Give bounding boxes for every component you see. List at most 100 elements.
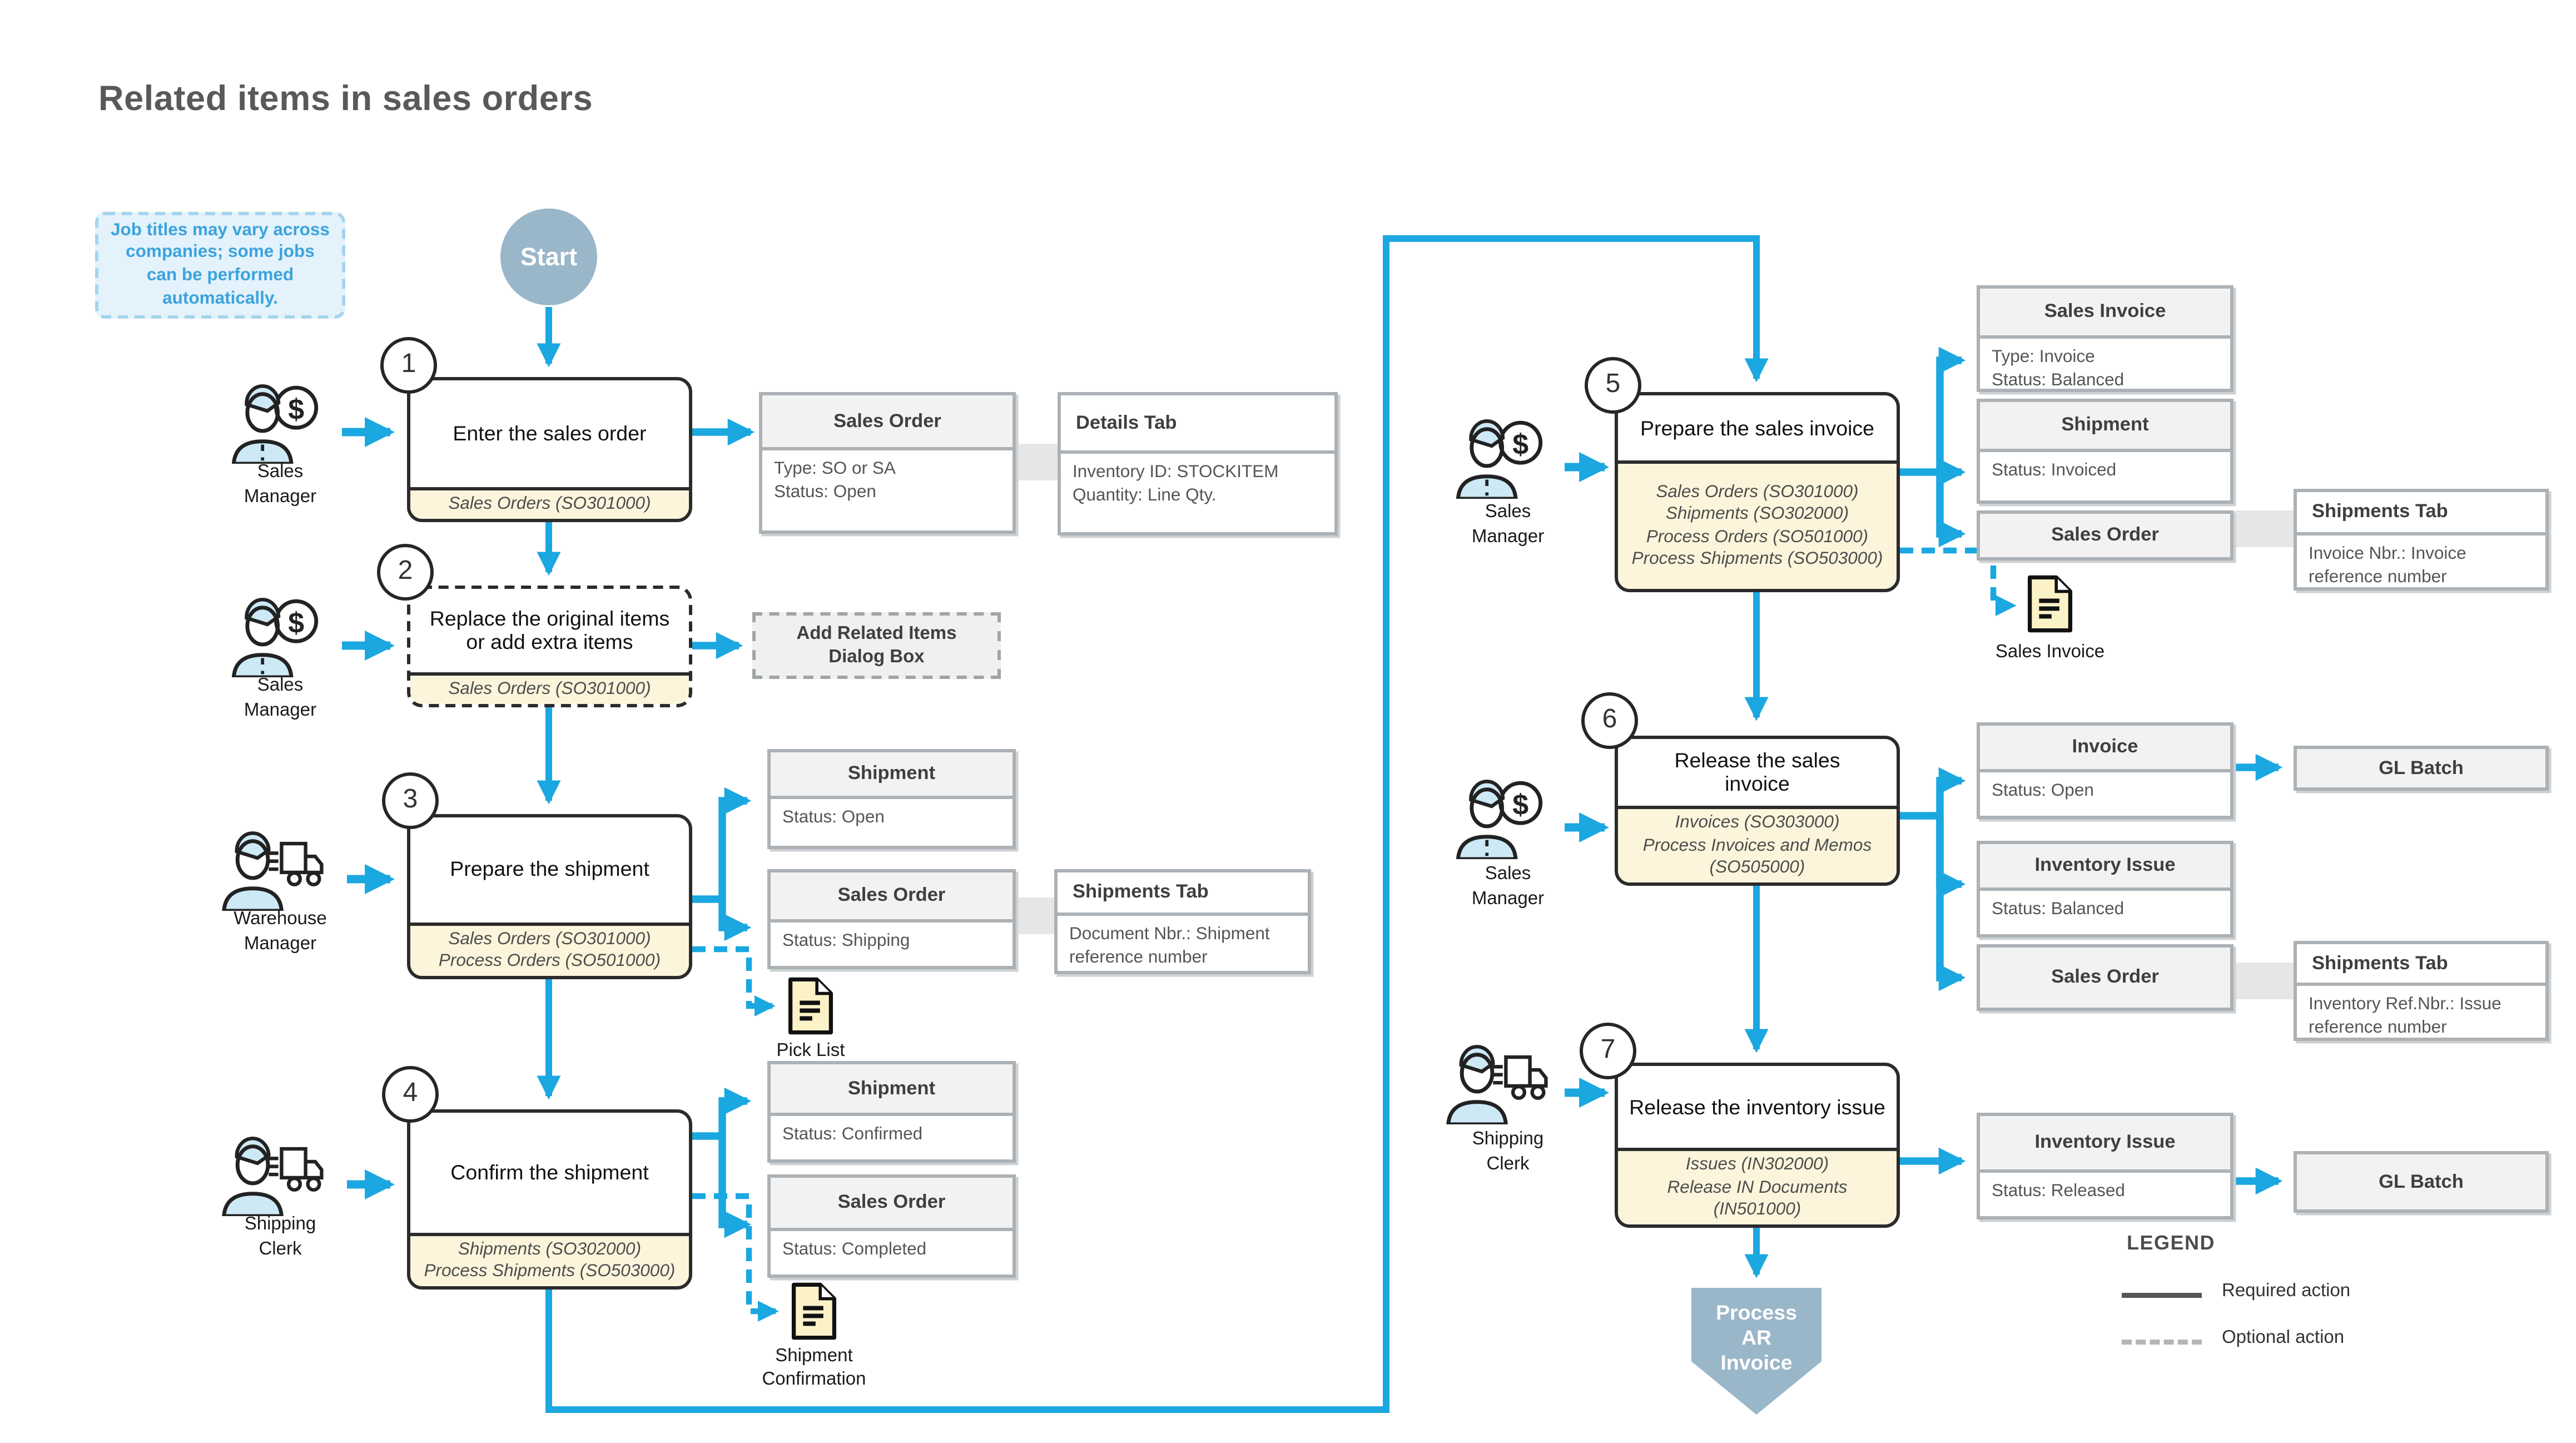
card-title: Shipment — [771, 1064, 1012, 1116]
card-title: Sales Order — [1980, 948, 2230, 1008]
step-output-arrows — [692, 346, 2283, 1238]
tab-shipments-step3: Shipments Tab Document Nbr.: Shipment re… — [1054, 869, 1311, 974]
tab-title: Shipments Tab — [1058, 872, 1308, 916]
tab-title: Details Tab — [1061, 395, 1334, 454]
page-title: Related items in sales orders — [98, 80, 593, 118]
step-box-3: Prepare the shipment Sales Orders (SO301… — [407, 814, 692, 979]
card-shipment-step5: Shipment Status: Invoiced — [1977, 399, 2233, 504]
step-box-5: Prepare the sales invoice Sales Orders (… — [1615, 392, 1900, 592]
card-shipment-step3: Shipment Status: Open — [767, 749, 1016, 849]
step-box-1: Enter the sales order Sales Orders (SO30… — [407, 377, 692, 522]
step-screens-5: Sales Orders (SO301000) Shipments (SO302… — [1618, 460, 1897, 589]
card-title: Inventory Issue — [1980, 844, 2230, 891]
step-box-2: Replace the original items or add extra … — [407, 586, 692, 707]
step-box-6: Release the sales invoice Invoices (SO30… — [1615, 736, 1900, 886]
actor-label-1: Sales Manager — [244, 462, 317, 507]
dollar-glyph: $ — [1512, 788, 1528, 820]
step-screens-7: Issues (IN302000) Release IN Documents (… — [1618, 1148, 1897, 1224]
card-title: Inventory Issue — [1980, 1116, 2230, 1173]
sales-manager-icon: $ — [1456, 419, 1543, 499]
step-screens-6: Invoices (SO303000) Process Invoices and… — [1618, 806, 1897, 882]
card-body: Status: Confirmed — [782, 1124, 923, 1144]
arrow-to-sales-invoice-doc — [1900, 547, 2017, 616]
tab-shipments-step5: Shipments Tab Invoice Nbr.: Invoice refe… — [2294, 489, 2549, 591]
tab-title: Shipments Tab — [2297, 944, 2545, 986]
arrow-step4-to-step5-loop — [545, 235, 1769, 1413]
card-gl-batch-2: GL Batch — [2294, 1151, 2549, 1213]
step-title-3: Prepare the shipment — [450, 857, 649, 881]
step-number-4: 4 — [382, 1066, 439, 1123]
legend-title: LEGEND — [2127, 1231, 2216, 1254]
card-invoice-step6: Invoice Status: Open — [1977, 722, 2233, 819]
card-inventory-issue-step7: Inventory Issue Status: Released — [1977, 1113, 2233, 1219]
tab-body: Inventory Ref.Nbr.: Issue reference numb… — [2309, 994, 2501, 1038]
step-title-2: Replace the original items or add extra … — [429, 607, 670, 654]
truck-person-icon — [1446, 1045, 1548, 1124]
step-title-4: Confirm the shipment — [450, 1161, 649, 1184]
dialog-add-related-items: Add Related Items Dialog Box — [752, 612, 1001, 679]
actor-label-7: Shipping Clerk — [1472, 1129, 1544, 1174]
step-title-1: Enter the sales order — [453, 422, 647, 445]
connector-band — [1016, 444, 2297, 999]
tab-body: Inventory ID: STOCKITEM Quantity: Line Q… — [1073, 462, 1279, 506]
document-icon — [788, 977, 833, 1035]
start-node: Start — [500, 209, 597, 305]
card-title: Invoice — [1980, 726, 2230, 772]
step-box-7: Release the inventory issue Issues (IN30… — [1615, 1063, 1900, 1228]
card-body: Status: Invoiced — [1992, 460, 2117, 480]
doc-label-sales-invoice: Sales Invoice — [1995, 642, 2105, 662]
tab-body: Invoice Nbr.: Invoice reference number — [2309, 544, 2466, 588]
card-title: GL Batch — [2297, 1154, 2545, 1209]
note-box: Job titles may vary across companies; so… — [95, 212, 345, 319]
card-body: Type: Invoice Status: Balanced — [1992, 347, 2125, 391]
actor-label-3: Warehouse Manager — [234, 909, 327, 954]
step-number-6: 6 — [1581, 692, 1638, 749]
step-number-3: 3 — [382, 772, 439, 829]
card-title: Shipment — [771, 752, 1012, 799]
card-title: Sales Order — [762, 395, 1012, 450]
tab-shipments-step6: Shipments Tab Inventory Ref.Nbr.: Issue … — [2294, 941, 2549, 1041]
dollar-glyph: $ — [288, 393, 304, 425]
sales-manager-icon: $ — [1456, 780, 1543, 859]
legend-optional-label: Optional action — [2222, 1328, 2345, 1348]
card-body: Status: Open — [782, 807, 885, 827]
card-title: Shipment — [1980, 402, 2230, 452]
actor-label-4: Shipping Clerk — [244, 1214, 316, 1259]
doc-label-pick-list: Pick List — [776, 1041, 845, 1061]
card-body: Status: Balanced — [1992, 899, 2125, 919]
card-gl-batch-1: GL Batch — [2294, 746, 2549, 791]
legend-required-line — [2122, 1293, 2202, 1298]
step-screens-1: Sales Orders (SO301000) — [410, 487, 689, 519]
card-body: Status: Completed — [782, 1239, 927, 1259]
dollar-glyph: $ — [288, 606, 304, 638]
sales-manager-icon: $ — [231, 598, 319, 677]
arrow-to-shipment-confirmation — [692, 1193, 779, 1322]
card-title: Sales Invoice — [1980, 289, 2230, 339]
tab-details: Details Tab Inventory ID: STOCKITEM Quan… — [1058, 392, 1338, 535]
step-number-1: 1 — [380, 337, 437, 394]
document-icon — [2027, 575, 2073, 633]
card-sales-order-step1: Sales Order Type: SO or SA Status: Open — [759, 392, 1016, 534]
actor-label-6: Sales Manager — [1471, 864, 1545, 909]
card-shipment-step4: Shipment Status: Confirmed — [767, 1061, 1016, 1163]
card-body: Status: Open — [1992, 781, 2094, 801]
required-flow-arrows — [537, 235, 1769, 1413]
arrow-to-pick-list — [692, 946, 776, 1016]
legend-optional-line — [2122, 1340, 2202, 1345]
actor-label-2: Sales Manager — [244, 676, 317, 721]
tab-title: Shipments Tab — [2297, 492, 2545, 535]
step-title-6: Release the sales invoice — [1674, 749, 1840, 796]
sales-manager-icon: $ — [231, 384, 319, 464]
card-sales-order-step5: Sales Order — [1977, 510, 2233, 561]
doc-label-shipment-confirmation: Shipment Confirmation — [762, 1346, 866, 1390]
card-sales-invoice-step5: Sales Invoice Type: Invoice Status: Bala… — [1977, 285, 2233, 392]
step-number-2: 2 — [377, 544, 434, 601]
actor-label-5: Sales Manager — [1471, 502, 1545, 547]
card-title: GL Batch — [2297, 749, 2545, 787]
legend-required-label: Required action — [2222, 1281, 2351, 1301]
step-title-7: Release the inventory issue — [1629, 1095, 1885, 1119]
step-number-5: 5 — [1585, 357, 1641, 414]
step-box-4: Confirm the shipment Shipments (SO302000… — [407, 1109, 692, 1290]
card-body: Status: Released — [1992, 1181, 2125, 1201]
